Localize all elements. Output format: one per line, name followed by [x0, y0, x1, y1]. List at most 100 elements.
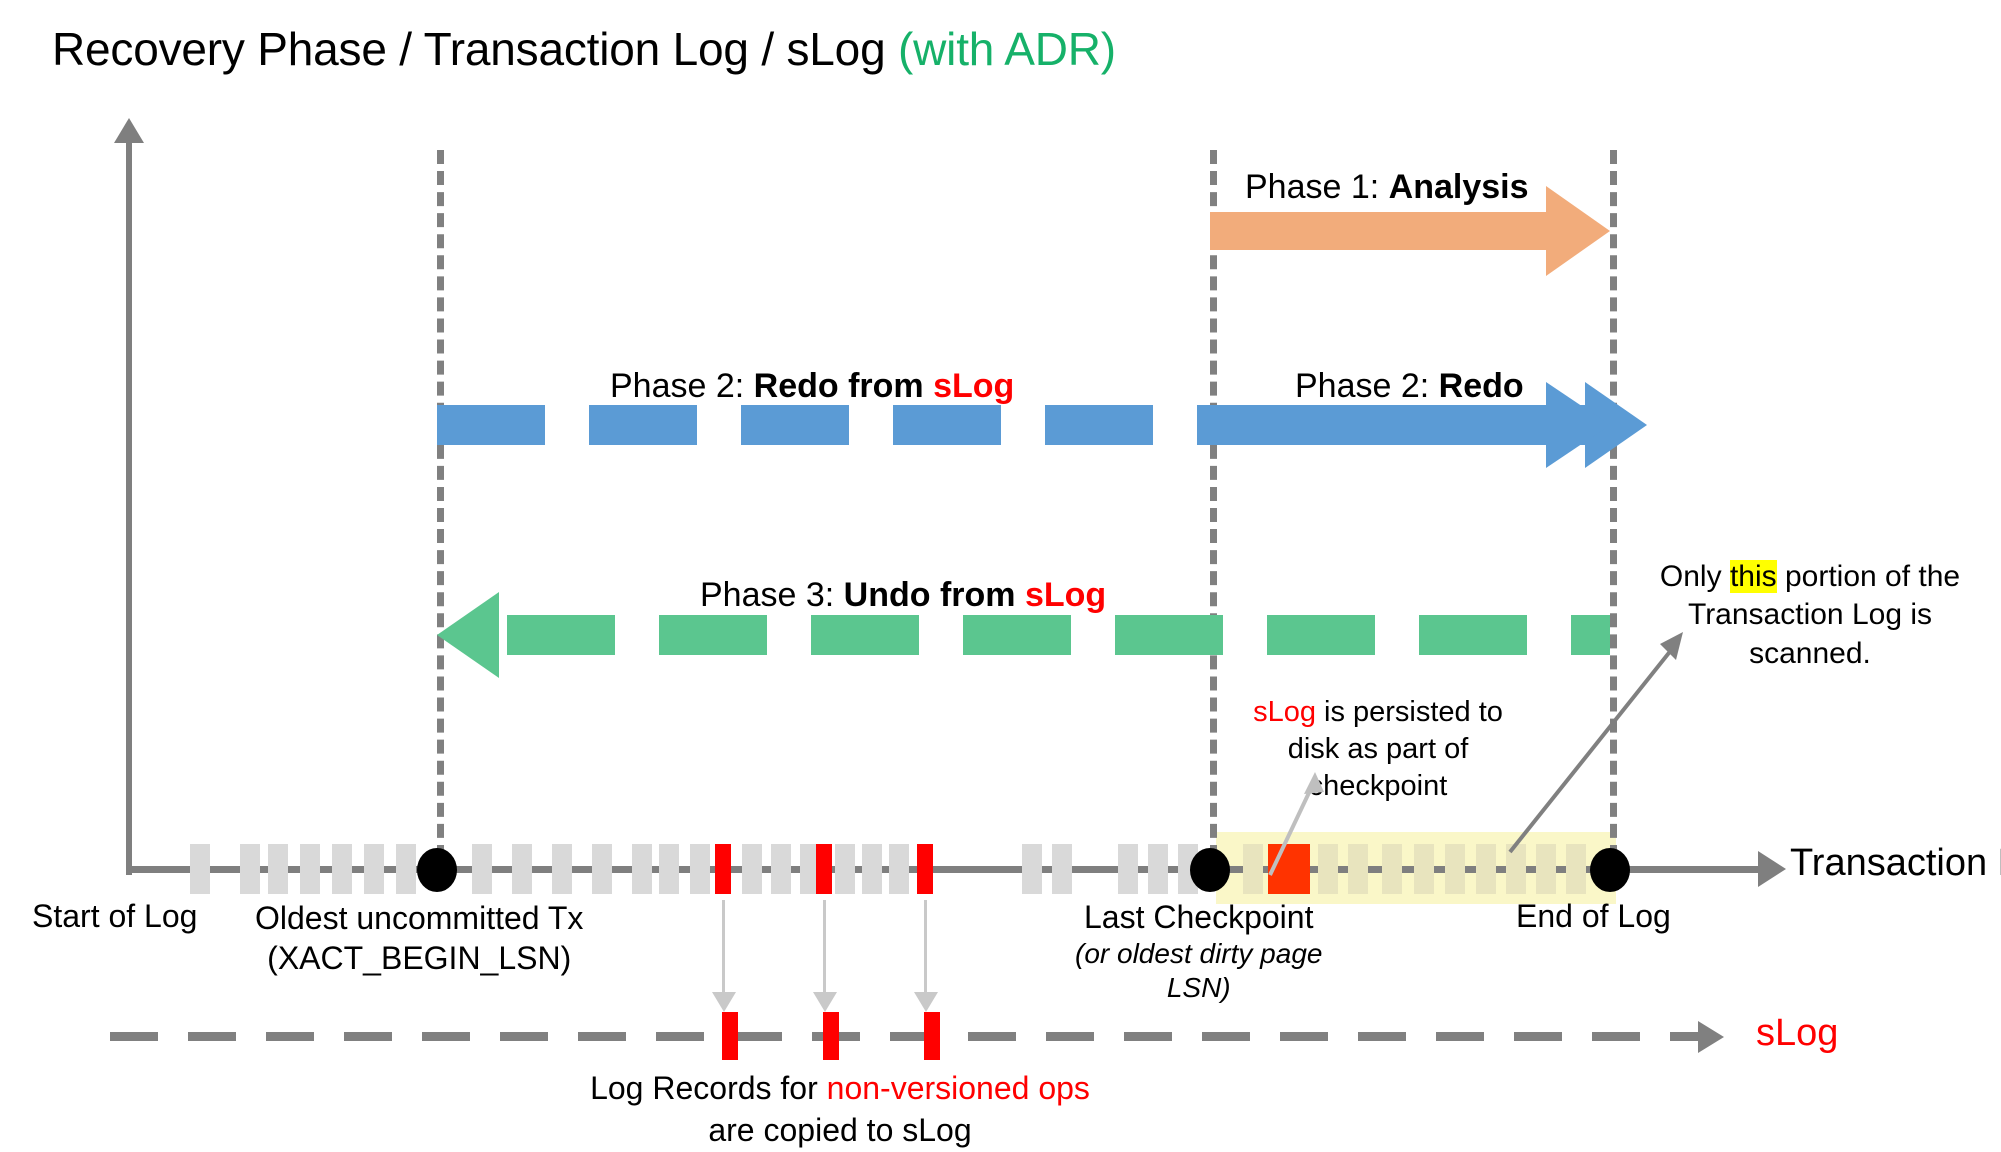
- copy-to-slog-arrowhead-icon: [914, 992, 938, 1012]
- arrow-dash-segment: [741, 405, 849, 445]
- copy-to-slog-arrowhead-icon: [813, 992, 837, 1012]
- y-axis-line: [126, 135, 132, 875]
- slog-dash-segment: [422, 1032, 470, 1041]
- title-suffix: (with ADR): [898, 23, 1116, 75]
- phase-1-arrowhead-icon: [1546, 186, 1610, 276]
- log-record-tick: [300, 844, 320, 894]
- transaction-log-arrowhead-icon: [1758, 851, 1786, 887]
- arrow-dash-segment: [893, 405, 1001, 445]
- log-record-tick: [1318, 844, 1338, 894]
- callout-scan-highlight: this: [1729, 560, 1777, 593]
- slog-dash-segment: [1202, 1032, 1250, 1041]
- copy-to-slog-line: [722, 900, 725, 996]
- phase-2-slog-prefix: Phase 2:: [610, 367, 754, 405]
- non-versioned-op-tick: [715, 844, 731, 894]
- copy-to-slog-line: [823, 900, 826, 996]
- slog-dash-segment: [1358, 1032, 1406, 1041]
- slog-dash-segment: [1436, 1032, 1484, 1041]
- log-record-tick: [268, 844, 288, 894]
- label-checkpoint-sub-2: LSN): [1166, 972, 1231, 1004]
- label-last-checkpoint: Last Checkpoint (or oldest dirty page LS…: [1075, 898, 1322, 1005]
- log-record-tick: [659, 844, 679, 894]
- phase-2-slog-emph: sLog: [933, 367, 1015, 405]
- log-record-tick: [1052, 844, 1072, 894]
- arrow-dash-segment: [1045, 405, 1153, 445]
- phase-1-prefix: Phase 1:: [1245, 168, 1389, 206]
- slog-dash-segment: [188, 1032, 236, 1041]
- label-oldest-sub: (XACT_BEGIN_LSN): [267, 940, 572, 976]
- slog-dash-segment: [1124, 1032, 1172, 1041]
- marker-oldest-uncommitted-tx: [417, 848, 457, 892]
- slog-axis-line: [110, 1032, 1700, 1044]
- phase-3-prefix: Phase 3:: [700, 576, 844, 614]
- log-record-tick: [1148, 844, 1168, 894]
- log-record-tick: [1022, 844, 1042, 894]
- marker-last-checkpoint: [1190, 848, 1230, 892]
- log-record-tick: [1445, 844, 1465, 894]
- marker-end-of-log: [1590, 848, 1630, 892]
- phase-2-slog-name: Redo from: [753, 367, 934, 405]
- copy-to-slog-arrowhead-icon: [712, 992, 736, 1012]
- phase-2-redo-arrow: [1210, 382, 1610, 468]
- arrow-dash-segment: [811, 615, 919, 655]
- slog-axis-arrowhead-icon: [1698, 1021, 1724, 1053]
- phase-2-arrow-shaft: [1210, 405, 1550, 445]
- phase-1-analysis-arrow: [1210, 186, 1610, 276]
- label-slog-axis: sLog: [1756, 1012, 1839, 1054]
- callout-slog-emph: sLog: [1253, 696, 1316, 728]
- arrow-dash-segment: [659, 615, 767, 655]
- phase-2-slog-label: Phase 2: Redo from sLog: [610, 367, 1014, 406]
- log-record-tick: [240, 844, 260, 894]
- log-record-tick: [690, 844, 710, 894]
- phase-3-label: Phase 3: Undo from sLog: [700, 576, 1106, 615]
- slog-record-tick: [722, 1012, 738, 1060]
- log-record-tick: [632, 844, 652, 894]
- guide-line-last-checkpoint: [1210, 150, 1217, 880]
- slog-note: Log Records for non-versioned ops are co…: [560, 1068, 1120, 1151]
- log-record-tick: [1414, 844, 1434, 894]
- log-record-tick: [835, 844, 855, 894]
- log-record-tick: [771, 844, 791, 894]
- log-record-tick: [552, 844, 572, 894]
- phase-2-label: Phase 2: Redo: [1295, 367, 1524, 406]
- phase-3-name: Undo from: [843, 576, 1025, 614]
- non-versioned-op-tick: [917, 844, 933, 894]
- log-record-tick: [364, 844, 384, 894]
- log-record-tick: [889, 844, 909, 894]
- log-record-tick: [396, 844, 416, 894]
- phase-1-arrow-shaft: [1210, 212, 1550, 250]
- leader-line-slog-callout: [1268, 772, 1324, 876]
- slog-dash-segment: [500, 1032, 548, 1041]
- log-record-tick: [800, 844, 820, 894]
- label-oldest-main: Oldest uncommitted Tx: [255, 900, 584, 936]
- phase-2-arrowhead-icon: [1546, 382, 1610, 468]
- slog-dash-segment: [1670, 1032, 1700, 1041]
- log-record-tick: [512, 844, 532, 894]
- slog-dash-segment: [110, 1032, 158, 1041]
- log-record-tick: [1566, 844, 1586, 894]
- log-record-tick: [742, 844, 762, 894]
- log-record-tick: [1348, 844, 1368, 894]
- slog-dash-segment: [1514, 1032, 1562, 1041]
- log-record-tick: [190, 844, 210, 894]
- log-record-tick: [592, 844, 612, 894]
- non-versioned-op-tick: [816, 844, 832, 894]
- label-checkpoint-sub-1: (or oldest dirty page: [1075, 938, 1323, 970]
- slog-dash-segment: [1592, 1032, 1640, 1041]
- callout-scan-b: portion of the: [1776, 560, 1961, 593]
- y-axis-arrowhead-icon: [114, 118, 144, 143]
- arrow-dash-segment: [1571, 615, 1610, 655]
- log-record-tick: [472, 844, 492, 894]
- label-checkpoint-main: Last Checkpoint: [1084, 899, 1314, 935]
- arrow-dash-segment: [437, 405, 545, 445]
- arrow-dash-segment: [1115, 615, 1223, 655]
- guide-line-oldest-uncommitted-tx: [437, 150, 444, 880]
- slog-dash-segment: [890, 1032, 938, 1041]
- callout-scanned-portion: Only this portion of the Transaction Log…: [1640, 558, 1980, 673]
- label-oldest-uncommitted-tx: Oldest uncommitted Tx (XACT_BEGIN_LSN): [255, 898, 583, 978]
- transaction-log-axis-line: [126, 866, 1766, 873]
- page-title: Recovery Phase / Transaction Log / sLog …: [52, 22, 1116, 76]
- guide-line-end-of-log: [1610, 150, 1617, 880]
- slog-record-tick: [823, 1012, 839, 1060]
